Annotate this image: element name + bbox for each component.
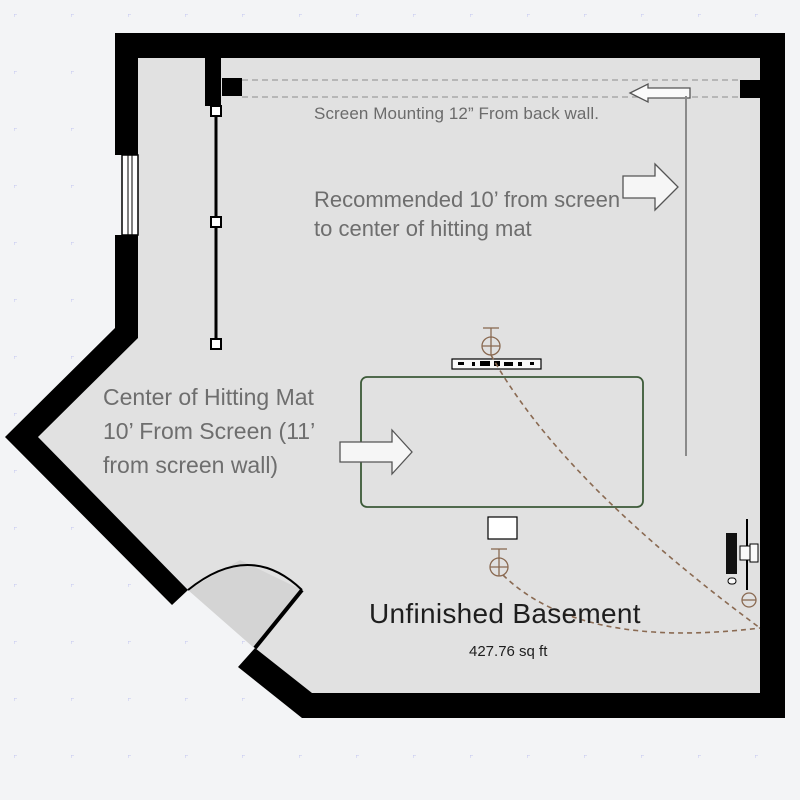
recommended-note-line2: to center of hitting mat: [314, 216, 532, 241]
wall-bottom: [238, 648, 785, 718]
wall-right: [760, 33, 785, 718]
recommended-note-line1: Recommended 10’ from screen: [314, 187, 621, 212]
arrow-right-icon: [622, 162, 679, 212]
light-arc: [502, 574, 761, 634]
wall-top-left-section: [115, 33, 785, 155]
ceiling-light-icon: [741, 592, 757, 608]
computer-icon: [726, 533, 737, 585]
window-icon: [121, 154, 139, 236]
ceiling-light-icon: [489, 548, 509, 577]
door-swing-icon: [187, 564, 304, 650]
desk-icon: [739, 519, 759, 590]
room-area-label: 427.76 sq ft: [469, 643, 548, 660]
arrow-right-icon: [339, 428, 413, 476]
tee-box: [487, 516, 518, 540]
hitting-mat-note-line1: Center of Hitting Mat: [103, 384, 314, 410]
hitting-mat-note-line2: 10’ From Screen (11’: [103, 418, 316, 444]
partition-post: [210, 338, 222, 350]
screen-mount-note: Screen Mounting 12” From back wall.: [314, 104, 600, 123]
partition-post: [210, 216, 222, 228]
wall-left-upper: [5, 235, 188, 605]
hitting-mat-note-line3: from screen wall): [103, 452, 279, 478]
arrow-left-icon: [628, 82, 691, 104]
light-arc: [490, 354, 761, 629]
walls: [5, 33, 785, 718]
interior-partition: [205, 58, 222, 350]
partition-post: [210, 105, 222, 117]
room-name-label[interactable]: Unfinished Basement: [369, 598, 641, 629]
ceiling-light-icon: [481, 327, 501, 356]
door-opening: [188, 560, 302, 647]
